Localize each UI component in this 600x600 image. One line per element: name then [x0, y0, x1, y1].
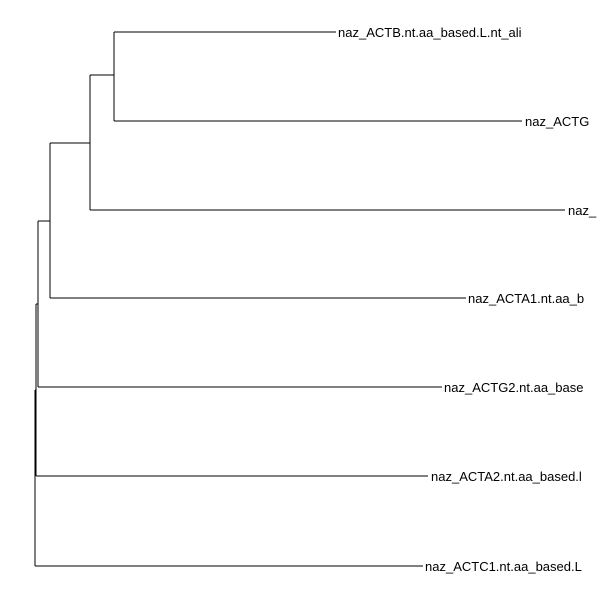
- tip-label-acta2: naz_ACTA2.nt.aa_based.l: [431, 469, 582, 484]
- tip-label-actc1: naz_ACTC1.nt.aa_based.L: [425, 559, 582, 574]
- tip-label-acta1: naz_ACTA1.nt.aa_b: [468, 291, 584, 306]
- tree-branches: [34, 31, 565, 567]
- tip-label-actg2: naz_ACTG2.nt.aa_base: [444, 380, 583, 395]
- tip-label-third: naz_: [568, 203, 597, 218]
- tip-labels: naz_ACTB.nt.aa_based.L.nt_ali naz_ACTG n…: [338, 25, 597, 574]
- tip-label-actg: naz_ACTG: [525, 114, 589, 129]
- tip-label-actb: naz_ACTB.nt.aa_based.L.nt_ali: [338, 25, 522, 40]
